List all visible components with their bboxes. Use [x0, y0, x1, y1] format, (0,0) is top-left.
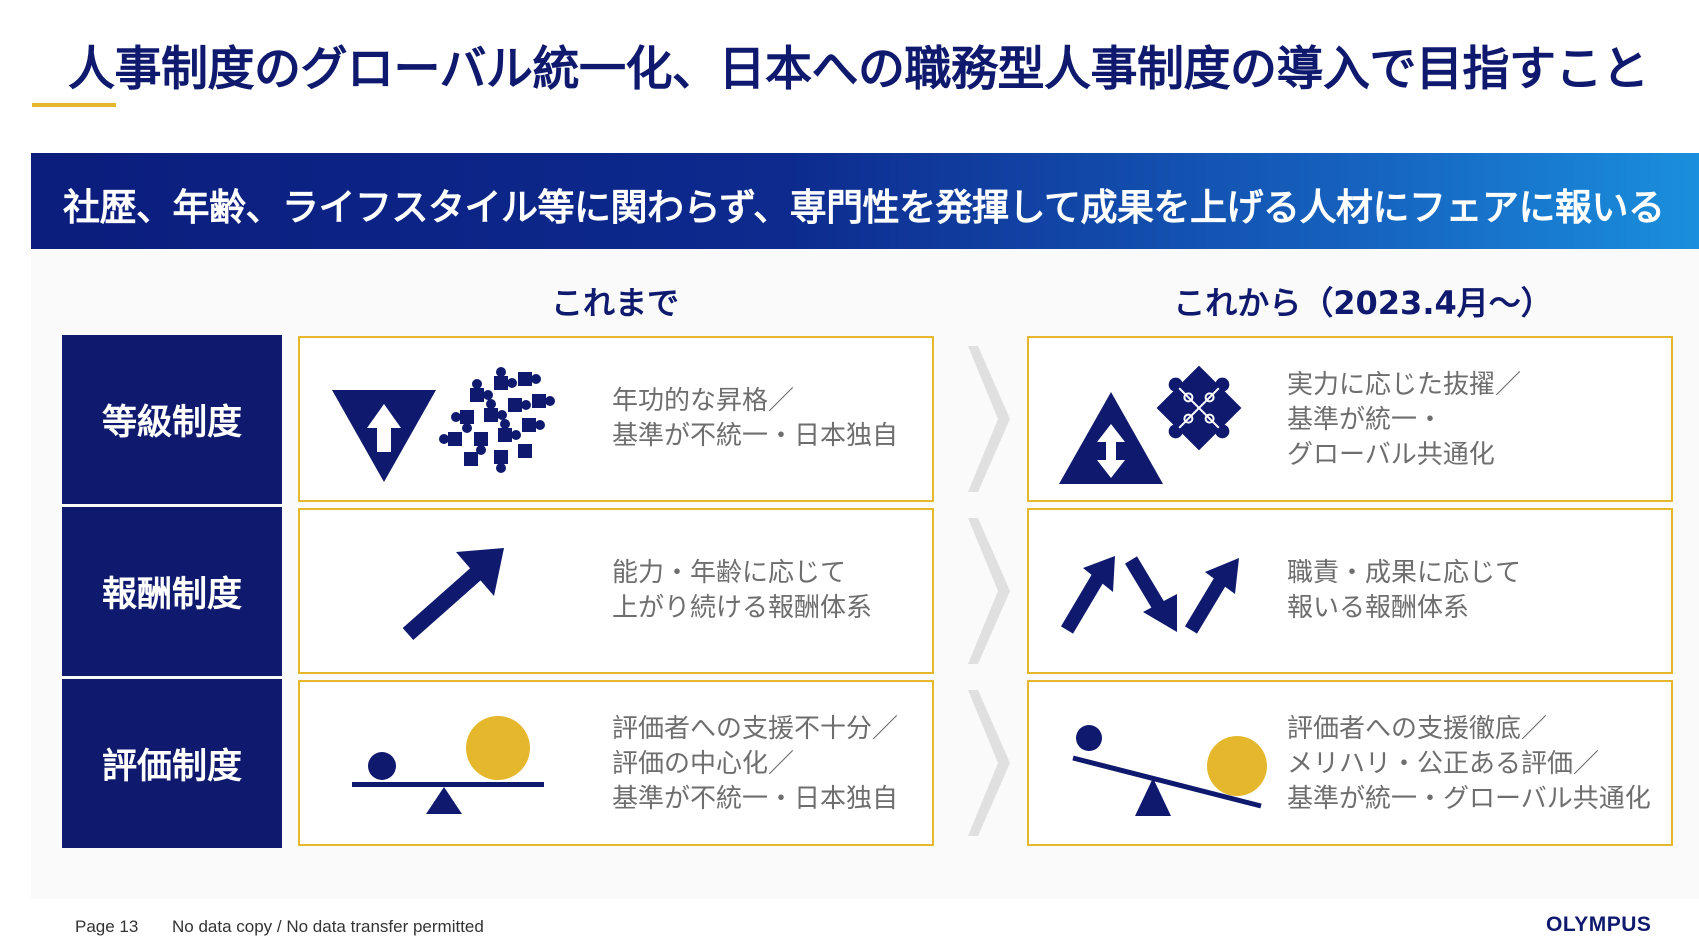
text-line: 年功的な昇格／	[612, 386, 795, 416]
balanced-scale-icon	[352, 716, 544, 814]
page-number: Page 13	[75, 917, 139, 936]
grade-after-text: 実力に応じた抜擢／ 基準が統一・ グローバル共通化	[1287, 368, 1521, 473]
chevron-right-icon	[968, 690, 1010, 836]
tilted-scale-icon	[1072, 725, 1267, 816]
row-label-pay: 報酬制度	[62, 507, 282, 676]
title-underline	[32, 103, 116, 107]
text-line: 実力に応じた抜擢／	[1287, 370, 1522, 400]
text-line: 基準が不統一・日本独自	[612, 784, 899, 814]
row-label-grade: 等級制度	[62, 335, 282, 504]
text-line: メリハリ・公正ある評価／	[1287, 749, 1600, 779]
column-header-after: これから（2023.4月～）	[1173, 284, 1553, 322]
text-line: 基準が統一・グローバル共通化	[1287, 784, 1651, 814]
text-line: 報いる報酬体系	[1287, 593, 1470, 623]
banner-text: 社歴、年齢、ライフスタイル等に関わらず、専門性を発揮して成果を上げる人材にフェア…	[63, 186, 1665, 229]
text-line: 基準が不統一・日本独自	[612, 421, 899, 451]
chevron-right-icon	[968, 518, 1010, 664]
olympus-logo: OLYMPUS	[1546, 913, 1652, 936]
triangle-down-arrow-up-icon	[332, 390, 436, 482]
card-pay-before: 能力・年齢に応じて 上がり続ける報酬体系	[298, 508, 934, 674]
zigzag-arrows-icon	[1060, 556, 1239, 634]
grade-before-text: 年功的な昇格／ 基準が不統一・日本独自	[612, 384, 898, 454]
text-line: 評価者への支援徹底／	[1287, 714, 1548, 744]
chevron-right-icon	[968, 346, 1010, 492]
card-grade-after: 実力に応じた抜擢／ 基準が統一・ グローバル共通化	[1027, 336, 1673, 502]
eval-before-text: 評価者への支援不十分／ 評価の中心化／ 基準が不統一・日本独自	[612, 712, 898, 817]
card-pay-after: 職責・成果に応じて 報いる報酬体系	[1027, 508, 1673, 674]
text-line: 基準が統一・	[1287, 405, 1444, 435]
text-line: 能力・年齢に応じて	[612, 558, 847, 588]
mission-banner: 社歴、年齢、ライフスタイル等に関わらず、専門性を発揮して成果を上げる人材にフェア…	[31, 153, 1699, 249]
assembled-puzzle-icon	[1156, 365, 1242, 451]
triangle-up-double-arrow-icon	[1059, 392, 1163, 484]
row-label-eval: 評価制度	[62, 679, 282, 848]
card-eval-after: 評価者への支援徹底／ メリハリ・公正ある評価／ 基準が統一・グローバル共通化	[1027, 680, 1673, 846]
text-line: 職責・成果に応じて	[1287, 558, 1522, 588]
pay-after-text: 職責・成果に応じて 報いる報酬体系	[1287, 556, 1521, 626]
footer: Page 13 No data copy / No data transfer …	[0, 899, 1699, 952]
text-line: グローバル共通化	[1287, 440, 1495, 470]
scattered-puzzle-icon	[439, 367, 555, 473]
card-grade-before: 年功的な昇格／ 基準が不統一・日本独自	[298, 336, 934, 502]
card-eval-before: 評価者への支援不十分／ 評価の中心化／ 基準が不統一・日本独自	[298, 680, 934, 846]
page-title: 人事制度のグローバル統一化、日本への職務型人事制度の導入で目指すこと	[68, 42, 1649, 97]
pay-before-text: 能力・年齢に応じて 上がり続ける報酬体系	[612, 556, 872, 626]
copy-notice: No data copy / No data transfer permitte…	[172, 917, 484, 936]
text-line: 評価者への支援不十分／	[612, 714, 899, 744]
text-line: 評価の中心化／	[612, 749, 795, 779]
text-line: 上がり続ける報酬体系	[612, 593, 873, 623]
eval-after-text: 評価者への支援徹底／ メリハリ・公正ある評価／ 基準が統一・グローバル共通化	[1287, 712, 1651, 817]
arrow-up-right-icon	[402, 548, 504, 640]
column-header-before: これまで	[550, 284, 679, 322]
